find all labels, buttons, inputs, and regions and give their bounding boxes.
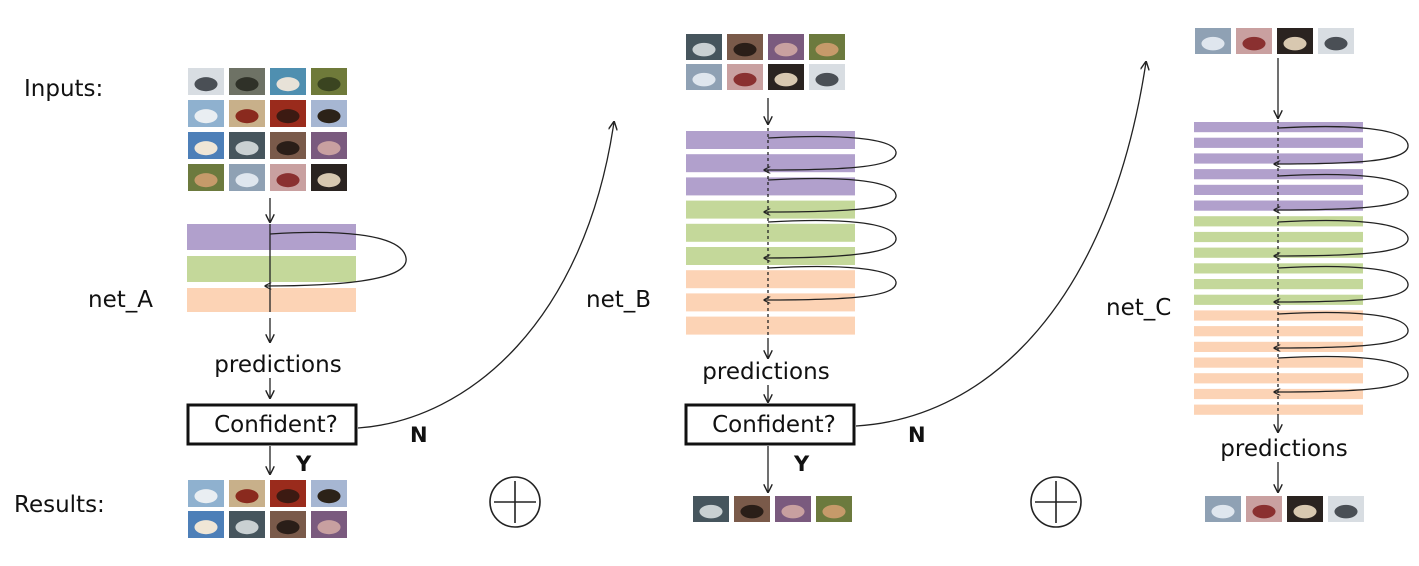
net-c-layer-green: [1194, 216, 1363, 227]
net-c-group: net_C predictions: [1106, 58, 1409, 492]
plus-icon: [1030, 476, 1082, 528]
net-c-predictions: predictions: [1220, 436, 1347, 462]
input-image-thumbnail: [229, 132, 265, 159]
net-a-predictions: predictions: [214, 352, 341, 378]
net-b-skip-loop-3: [764, 219, 897, 258]
net-b-input-thumbnail: [768, 64, 804, 90]
net-b-layer-purple: [686, 154, 855, 173]
result-image-thumbnail: [270, 480, 306, 507]
input-image-thumbnail: [270, 132, 306, 159]
net-b-skip-loop-4: [764, 265, 897, 300]
net-c-skip-loop-5: [1274, 311, 1409, 348]
net-b-result-thumbnail: [816, 496, 852, 522]
net-b-predictions: predictions: [702, 359, 829, 385]
input-image-thumbnail: [270, 68, 306, 95]
net-b-input-thumbnail: [686, 64, 722, 90]
arrow-no-to-net-b: [357, 122, 614, 429]
net-c-input-thumbnail: [1318, 28, 1354, 54]
net-a-skip-loop: [265, 231, 407, 286]
net-b-input-thumbnail: [768, 34, 804, 60]
result-image-thumbnail: [229, 511, 265, 538]
net-b-input-thumbnail: [727, 64, 763, 90]
input-image-thumbnail: [229, 164, 265, 191]
net-c-skip-loop-3: [1274, 219, 1409, 256]
result-image-thumbnail: [229, 480, 265, 507]
input-image-thumbnail: [311, 68, 347, 95]
input-image-thumbnail: [188, 68, 224, 95]
net-b-input-thumbnail: [809, 64, 845, 90]
net-b-yes-label: Y: [793, 452, 810, 476]
result-image-thumbnail: [311, 511, 347, 538]
input-image-thumbnail: [229, 100, 265, 127]
input-image-thumbnail: [270, 100, 306, 127]
net-b-layer-purple: [686, 131, 855, 149]
net-a-decision-box: [186, 403, 358, 446]
net-b-input-thumbnail: [686, 34, 722, 60]
net-b-layer-green: [686, 200, 855, 219]
net-a-layer-green: [187, 256, 356, 282]
result-image-thumbnail: [188, 511, 224, 538]
net-c-input-thumbnail: [1195, 28, 1231, 54]
net-b-label: net_B: [586, 287, 651, 313]
results-label: Results:: [14, 492, 105, 518]
net-c-skip-loop-6: [1274, 355, 1409, 392]
input-image-thumbnail: [229, 68, 265, 95]
net-a-no-label: N: [410, 423, 428, 447]
net-b-layer-orange: [686, 316, 855, 335]
input-image-thumbnail: [188, 164, 224, 191]
net-a-group: net_A predictions Confident? Y N: [88, 122, 614, 476]
net-b-no-label: N: [908, 423, 926, 447]
net-c-result-thumbnail: [1246, 496, 1282, 522]
net-a-decision-label: Confident?: [214, 412, 338, 438]
result-image-thumbnail: [270, 511, 306, 538]
net-c-layer-purple: [1194, 184, 1363, 195]
net-a-layer-purple: [187, 224, 356, 250]
net-c-result-thumbnail: [1328, 496, 1364, 522]
net-c-skip-loop-4: [1274, 265, 1409, 302]
net-b-layer-green: [686, 223, 855, 242]
net-b-decision-box: [684, 403, 856, 446]
net-b-group: net_B predictions Confident? Y N: [586, 62, 1146, 492]
net-b-layer-orange: [686, 270, 855, 289]
net-c-layer-orange: [1194, 310, 1363, 321]
net-b-layer-green: [686, 247, 855, 265]
net-a-yes-label: Y: [295, 452, 312, 476]
arrow-no-to-net-c: [855, 62, 1146, 427]
net-c-label: net_C: [1106, 295, 1171, 321]
result-image-thumbnail: [188, 480, 224, 507]
net-b-result-thumbnail: [775, 496, 811, 522]
net-b-result-thumbnail: [693, 496, 729, 522]
net-b-input-thumbnail: [809, 34, 845, 60]
net-b-skip-loop-2: [764, 177, 897, 212]
net-c-skip-loop-2: [1274, 173, 1409, 210]
plus-icon: [489, 476, 541, 528]
net-b-decision-label: Confident?: [712, 412, 836, 438]
input-image-thumbnail: [311, 100, 347, 127]
net-a-layer-orange: [187, 288, 356, 312]
net-c-input-thumbnail: [1277, 28, 1313, 54]
input-image-thumbnail: [270, 164, 306, 191]
net-a-label: net_A: [88, 287, 153, 313]
net-c-layer-purple: [1194, 137, 1363, 148]
net-b-layer-purple: [686, 177, 855, 196]
input-image-thumbnail: [311, 132, 347, 159]
net-b-layer-orange: [686, 293, 855, 312]
result-image-thumbnail: [311, 480, 347, 507]
input-image-thumbnail: [188, 100, 224, 127]
input-image-thumbnail: [311, 164, 347, 191]
net-c-skip-loop-1: [1274, 125, 1409, 164]
inputs-label: Inputs:: [24, 76, 103, 102]
net-b-layers: [686, 131, 855, 335]
net-c-input-thumbnail: [1236, 28, 1272, 54]
input-image-thumbnail: [188, 132, 224, 159]
net-c-result-thumbnail: [1287, 496, 1323, 522]
net-b-input-thumbnail: [727, 34, 763, 60]
net-c-result-thumbnail: [1205, 496, 1241, 522]
thumbnail-grids: [188, 28, 1364, 538]
net-b-result-thumbnail: [734, 496, 770, 522]
net-b-skip-loop-1: [764, 135, 897, 170]
